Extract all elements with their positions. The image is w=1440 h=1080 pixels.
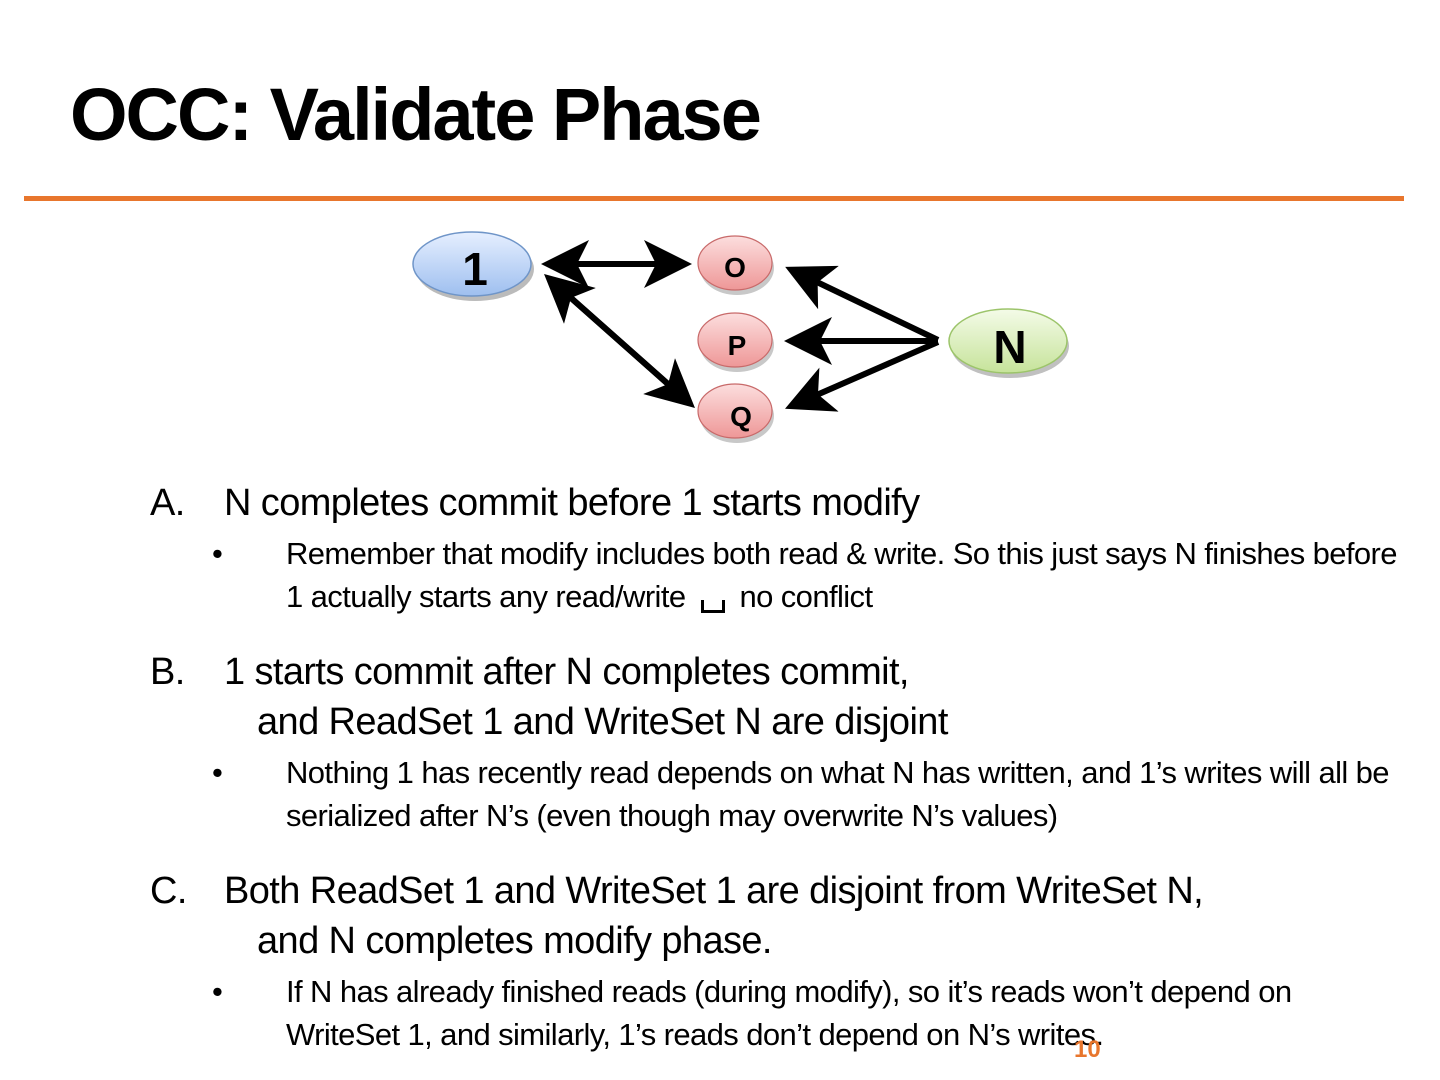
condition-a: A. N completes commit before 1 starts mo… — [150, 478, 1400, 618]
svg-text:N: N — [993, 321, 1026, 373]
condition-b: B. 1 starts commit after N completes com… — [150, 647, 1400, 837]
condition-bullet: • Nothing 1 has recently read depends on… — [150, 751, 1400, 837]
bullet-icon: • — [212, 755, 223, 790]
edge-n-o — [785, 265, 940, 343]
condition-letter: A. — [150, 482, 185, 524]
node-transaction-1: 1 — [412, 231, 532, 297]
node-transaction-n: N — [948, 308, 1068, 374]
svg-text:O: O — [724, 252, 746, 283]
node-object-q: Q — [697, 383, 773, 439]
condition-text: Both ReadSet 1 and WriteSet 1 are disjoi… — [224, 870, 1204, 912]
dependency-diagram: 1 O P Q N — [412, 231, 1069, 443]
condition-letter: C. — [150, 870, 187, 912]
svg-text:1: 1 — [462, 243, 488, 295]
bullet-icon: • — [212, 536, 223, 571]
bullet-text: Remember that modify includes both read … — [286, 536, 1398, 614]
node-object-o: O — [697, 235, 773, 291]
condition-bullet: • If N has already finished reads (durin… — [150, 970, 1400, 1056]
condition-text: 1 starts commit after N completes commit… — [224, 651, 910, 693]
condition-letter: B. — [150, 651, 185, 693]
condition-text-continued: and N completes modify phase. — [257, 920, 772, 962]
edge-n-q — [785, 339, 940, 412]
condition-c: C. Both ReadSet 1 and WriteSet 1 are dis… — [150, 866, 1400, 1056]
svg-text:P: P — [728, 330, 747, 361]
edge-1-q — [544, 274, 695, 408]
bullet-icon: • — [212, 974, 223, 1009]
bullet-text-conclusion: no conflict — [739, 579, 873, 614]
condition-text-continued: and ReadSet 1 and WriteSet N are disjoin… — [257, 701, 948, 743]
title-divider — [24, 196, 1404, 201]
bullet-text: Nothing 1 has recently read depends on w… — [286, 755, 1390, 833]
page-number: 10 — [1074, 1036, 1101, 1063]
condition-text: N completes commit before 1 starts modif… — [224, 482, 920, 524]
node-object-p: P — [697, 312, 773, 368]
implies-icon — [701, 600, 726, 613]
condition-bullet: • Remember that modify includes both rea… — [150, 532, 1400, 618]
slide-title: OCC: Validate Phase — [70, 73, 762, 156]
svg-text:Q: Q — [730, 401, 752, 432]
bullet-text: If N has already finished reads (during … — [286, 974, 1292, 1052]
